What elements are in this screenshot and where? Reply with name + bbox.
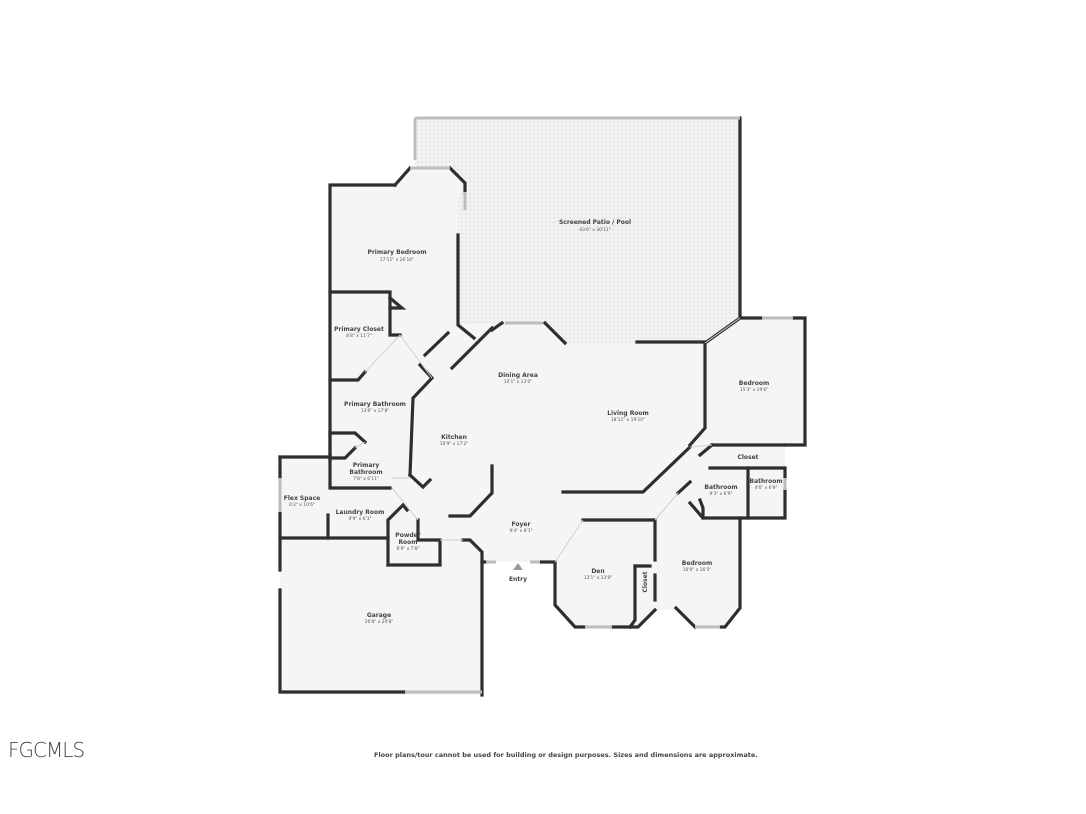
room-closet-front: Closet bbox=[642, 571, 649, 592]
svg-text:Garage: Garage bbox=[367, 612, 391, 619]
svg-text:Powder: Powder bbox=[395, 532, 420, 539]
svg-text:6'9" x 7'8": 6'9" x 7'8" bbox=[396, 546, 419, 552]
svg-text:10'9" x 16'5": 10'9" x 16'5" bbox=[683, 567, 712, 573]
svg-text:Primary: Primary bbox=[353, 462, 380, 469]
svg-text:9'4" x 8'1": 9'4" x 8'1" bbox=[509, 528, 532, 534]
svg-text:Bathroom: Bathroom bbox=[749, 478, 782, 485]
entry-label: Entry bbox=[509, 576, 527, 583]
svg-text:13'1" x 13'9": 13'1" x 13'9" bbox=[584, 575, 613, 581]
svg-text:Foyer: Foyer bbox=[512, 521, 531, 528]
svg-text:Primary Closet: Primary Closet bbox=[334, 326, 384, 333]
patio-floor bbox=[415, 118, 740, 343]
svg-text:Kitchen: Kitchen bbox=[441, 434, 467, 441]
svg-text:7'8" x 6'11": 7'8" x 6'11" bbox=[353, 476, 379, 482]
svg-text:Primary Bedroom: Primary Bedroom bbox=[367, 249, 426, 256]
svg-text:Primary Bathroom: Primary Bathroom bbox=[344, 401, 406, 408]
door-openings bbox=[354, 317, 741, 563]
svg-text:15'3" x 19'6": 15'3" x 19'6" bbox=[740, 387, 769, 393]
svg-text:Bathroom: Bathroom bbox=[349, 469, 382, 476]
room-closet-top: Closet bbox=[737, 454, 758, 461]
svg-text:9'3" x 6'9": 9'3" x 6'9" bbox=[709, 491, 732, 497]
svg-text:13'6" x 17'8": 13'6" x 17'8" bbox=[361, 408, 390, 414]
svg-text:8'8" x 11'7": 8'8" x 11'7" bbox=[346, 333, 372, 339]
svg-text:17'11" x 26'10": 17'11" x 26'10" bbox=[380, 257, 414, 263]
svg-text:Flex Space: Flex Space bbox=[284, 495, 320, 502]
svg-text:Bedroom: Bedroom bbox=[682, 560, 712, 567]
logo: FGCMLS bbox=[8, 738, 85, 762]
svg-text:Room: Room bbox=[398, 539, 417, 546]
svg-text:10'9" x 17'2": 10'9" x 17'2" bbox=[440, 441, 469, 447]
svg-text:Laundry Room: Laundry Room bbox=[336, 509, 385, 516]
svg-text:Bathroom: Bathroom bbox=[704, 484, 737, 491]
svg-text:Dining Area: Dining Area bbox=[498, 372, 538, 379]
svg-text:43'6" x 30'11": 43'6" x 30'11" bbox=[579, 227, 610, 233]
svg-text:4'6" x 6'9": 4'6" x 6'9" bbox=[754, 485, 777, 491]
svg-text:18'11" x 19'10": 18'11" x 19'10" bbox=[611, 417, 645, 423]
svg-text:Screened Patio / Pool: Screened Patio / Pool bbox=[559, 219, 631, 226]
svg-text:26'8" x 20'8": 26'8" x 20'8" bbox=[365, 619, 394, 625]
windows bbox=[278, 116, 793, 694]
entry-arrow-icon bbox=[513, 563, 523, 570]
svg-text:10'1" x 13'0": 10'1" x 13'0" bbox=[504, 379, 533, 385]
svg-text:Bedroom: Bedroom bbox=[739, 380, 769, 387]
svg-text:Den: Den bbox=[591, 568, 604, 575]
svg-text:6'2" x 10'6": 6'2" x 10'6" bbox=[289, 502, 315, 508]
house-floor bbox=[280, 168, 805, 695]
svg-text:Living Room: Living Room bbox=[607, 410, 649, 417]
disclaimer: Floor plans/tour cannot be used for buil… bbox=[374, 751, 758, 759]
svg-text:9'9" x 6'3": 9'9" x 6'3" bbox=[348, 516, 371, 522]
